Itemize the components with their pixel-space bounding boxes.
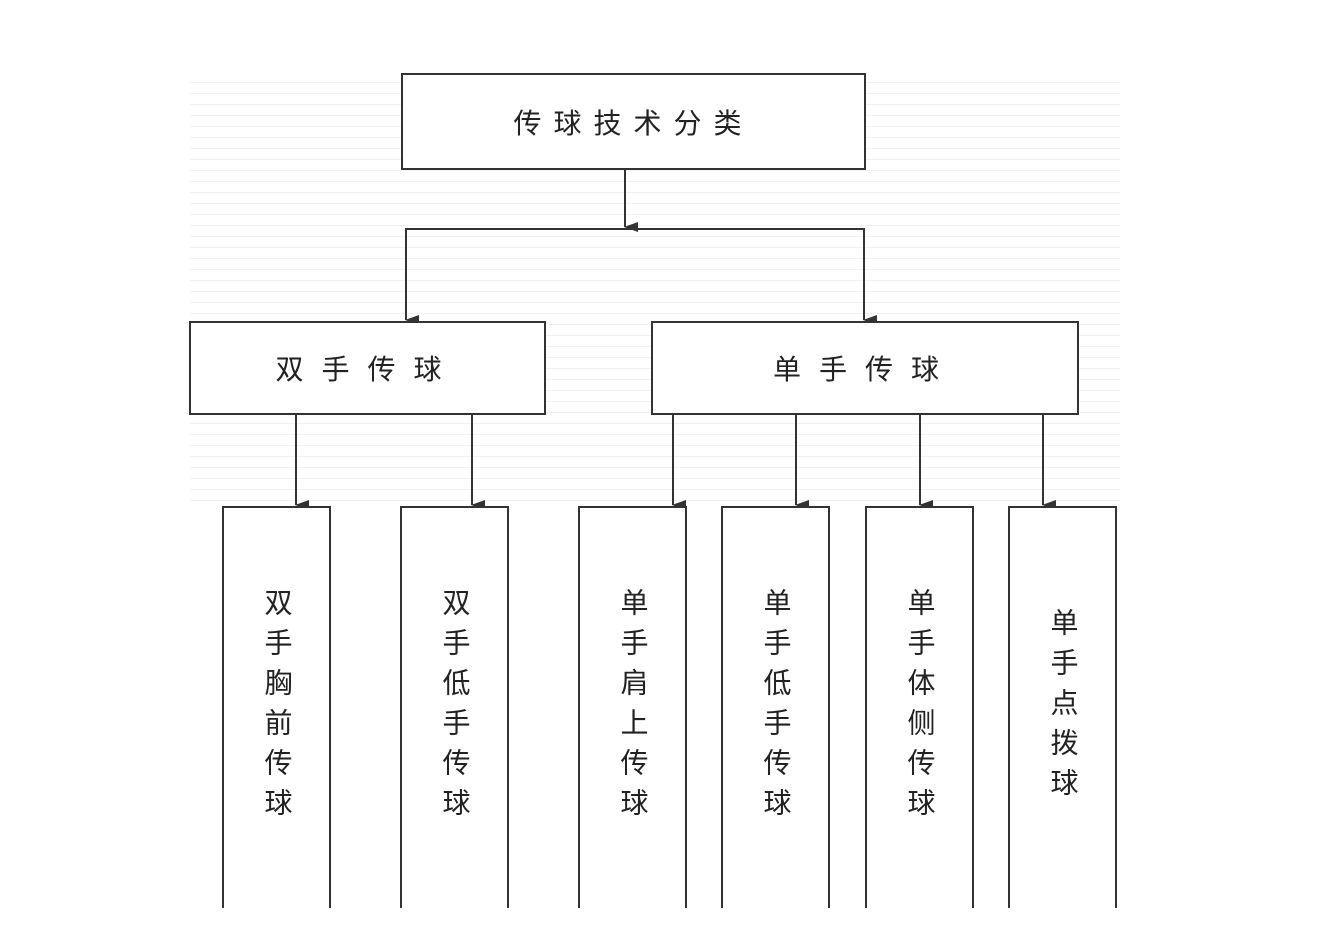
leaf-node-one-hand-shoulder: 单手肩上传球 <box>578 506 687 908</box>
group-node-one-hand-label: 单手传球 <box>772 353 957 386</box>
leaf-node-label: 单手体侧传球 <box>903 588 937 828</box>
leaf-node-label: 单手低手传球 <box>759 588 793 828</box>
leaf-node-two-hand-chest: 双手胸前传球 <box>222 506 331 908</box>
leaf-node-label: 单手点拨球 <box>1046 608 1080 808</box>
root-node-label: 传球技术分类 <box>513 106 754 140</box>
group-node-two-hand-label: 双手传球 <box>275 353 460 386</box>
leaf-node-label: 双手胸前传球 <box>260 588 294 828</box>
leaf-node-one-hand-side: 单手体侧传球 <box>865 506 974 908</box>
leaf-node-one-hand-underhand: 单手低手传球 <box>721 506 830 908</box>
leaf-node-two-hand-underhand: 双手低手传球 <box>400 506 509 908</box>
leaf-node-label: 双手低手传球 <box>438 588 472 828</box>
leaf-node-one-hand-tip: 单手点拨球 <box>1008 506 1117 908</box>
leaf-node-label: 单手肩上传球 <box>616 588 650 828</box>
group-node-two-hand: 双手传球 <box>189 321 546 415</box>
group-node-one-hand: 单手传球 <box>651 321 1079 415</box>
root-node: 传球技术分类 <box>401 73 866 170</box>
